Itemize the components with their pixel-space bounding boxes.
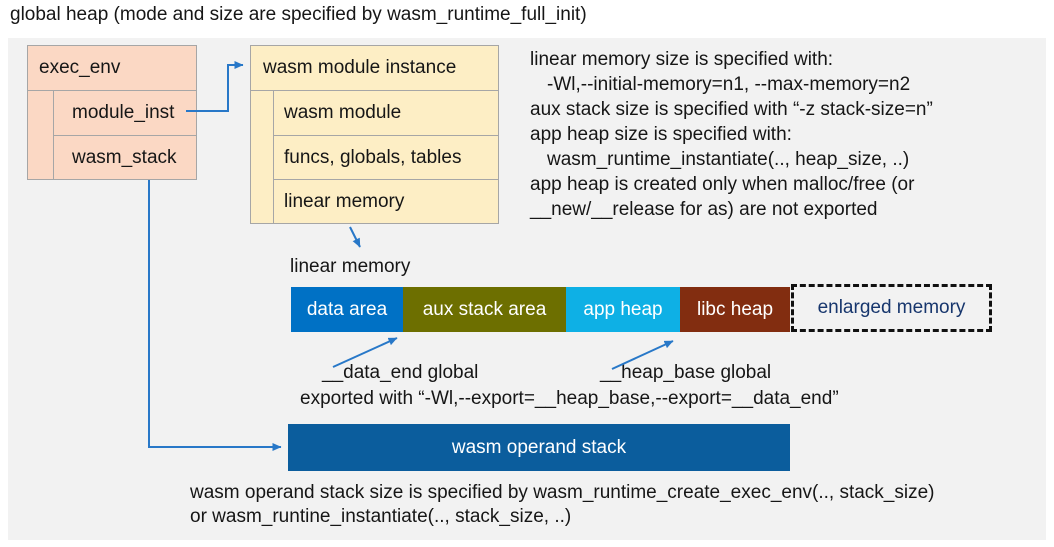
module-instance-indent-strip [250, 90, 274, 224]
note-line: or wasm_runtine_instantiate(.., stack_si… [190, 506, 572, 527]
note-line: wasm_runtime_instantiate(.., heap_size, … [547, 149, 910, 170]
wasm-operand-stack-bar: wasm operand stack [288, 424, 790, 471]
note-line: app heap is created only when malloc/fre… [530, 174, 915, 195]
note-line: app heap size is specified with: [530, 124, 792, 145]
module-instance-row-linear-memory: linear memory [273, 179, 499, 224]
segment-aux-stack-area: aux stack area [403, 287, 566, 332]
heap-base-global-label: __heap_base global [600, 362, 772, 383]
segment-app-heap: app heap [566, 287, 680, 332]
diagram-title: global heap (mode and size are specified… [10, 4, 587, 25]
exec-env-row-wasm-stack: wasm_stack [53, 135, 197, 180]
module-instance-header: wasm module instance [250, 45, 499, 91]
note-line: -Wl,--initial-memory=n1, --max-memory=n2 [547, 74, 911, 95]
exec-env-indent-strip [27, 90, 54, 180]
module-instance-row-funcs-globals-tables: funcs, globals, tables [273, 135, 499, 180]
data-end-global-label: __data_end global [322, 362, 479, 383]
exec-env-row-module-inst: module_inst [53, 90, 197, 136]
memory-size-notes: linear memory size is specified with: -W… [530, 47, 1045, 222]
exec-env-header: exec_env [27, 45, 197, 91]
module-instance-row-wasm-module: wasm module [273, 90, 499, 136]
note-line: wasm operand stack size is specified by … [190, 482, 935, 503]
note-line: linear memory size is specified with: [530, 49, 834, 70]
segment-libc-heap: libc heap [680, 287, 790, 332]
operand-stack-size-note: wasm operand stack size is specified by … [190, 481, 935, 529]
segment-enlarged-memory: enlarged memory [791, 284, 992, 332]
exported-with-label: exported with “-Wl,--export=__heap_base,… [300, 388, 839, 409]
segment-data-area: data area [291, 287, 403, 332]
linear-memory-label: linear memory [290, 256, 411, 277]
note-line: aux stack size is specified with “-z sta… [530, 99, 933, 120]
note-line: __new/__release for as) are not exported [530, 199, 878, 220]
